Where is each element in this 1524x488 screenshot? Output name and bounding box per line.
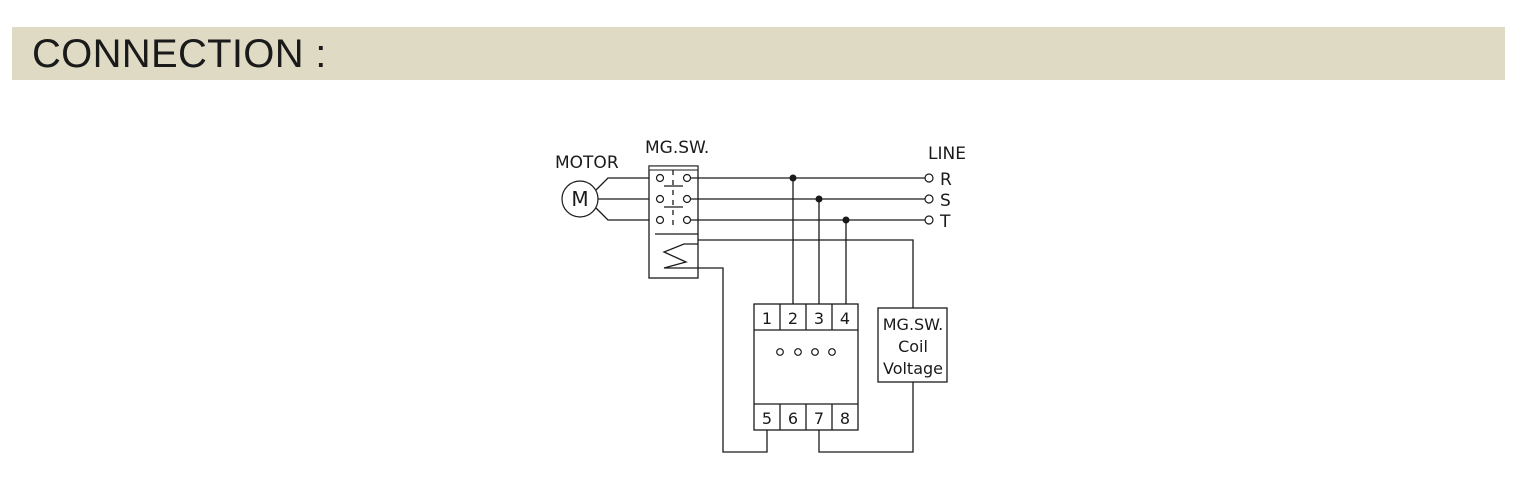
relay-terminal-2: 2 — [788, 309, 798, 328]
phase-r-label: R — [940, 170, 952, 190]
motor-wire-1 — [595, 177, 658, 191]
mgsw-contact-a1 — [655, 173, 665, 183]
motor-symbol-letter: M — [571, 187, 588, 211]
relay-terminal-1: 1 — [762, 309, 772, 328]
motor-label: MOTOR — [555, 153, 619, 173]
line-t-terminal — [924, 215, 934, 225]
relay-terminal-6: 6 — [788, 409, 798, 428]
coil-voltage-box — [877, 307, 948, 383]
line-s-terminal — [924, 194, 934, 204]
coil-box-line-2: Coil — [898, 337, 928, 356]
mgsw-contact-a3 — [655, 215, 665, 225]
wire-heater-to-coil — [698, 239, 914, 308]
coil-box-line-1: MG.SW. — [883, 315, 944, 334]
relay-indicator-2 — [794, 348, 802, 356]
relay-terminal-5: 5 — [762, 409, 772, 428]
phase-s-label: S — [940, 191, 951, 211]
mgsw-contact-b3 — [682, 215, 692, 225]
relay-indicator-4 — [828, 348, 836, 356]
relay-terminal-3: 3 — [814, 309, 824, 328]
phase-t-label: T — [939, 212, 951, 232]
relay-indicator-3 — [811, 348, 819, 356]
line-r-terminal — [924, 173, 934, 183]
section-title: CONNECTION : — [32, 32, 327, 76]
relay-terminal-8: 8 — [840, 409, 850, 428]
overload-heater-symbol — [662, 243, 698, 269]
mgsw-contact-a2 — [655, 194, 665, 204]
motor-wire-3 — [595, 207, 658, 221]
wire-terminal-7-to-coil — [818, 382, 914, 453]
relay-terminal-4: 4 — [840, 309, 850, 328]
relay-terminal-7: 7 — [814, 409, 824, 428]
coil-box-line-3: Voltage — [883, 359, 943, 378]
line-label: LINE — [928, 144, 966, 164]
mgsw-contact-b1 — [682, 173, 692, 183]
wire-heater-to-terminal-5 — [698, 267, 768, 453]
section-header-bar: CONNECTION : — [12, 27, 1505, 80]
mgsw-contact-b2 — [682, 194, 692, 204]
mgsw-label: MG.SW. — [645, 138, 709, 158]
mgsw-box-top-band — [648, 165, 699, 171]
relay-indicator-1 — [776, 348, 784, 356]
